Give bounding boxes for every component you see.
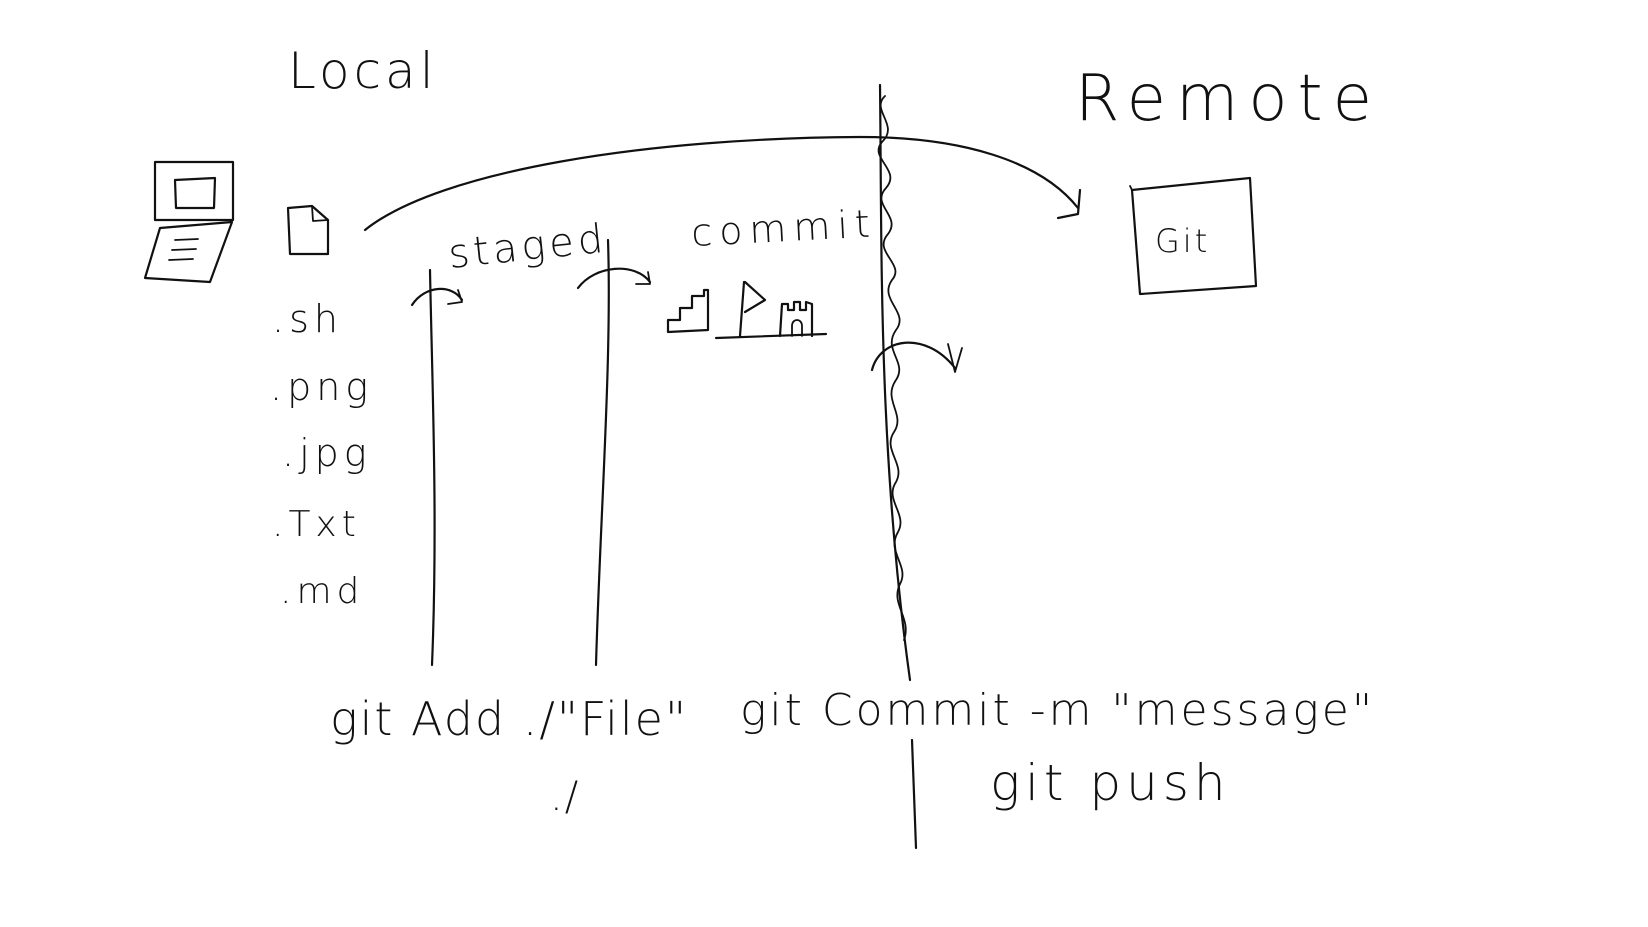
push-arrow <box>363 135 1080 232</box>
commit-label: commit <box>690 201 878 255</box>
commit-arrow <box>576 267 652 290</box>
file-type-md: .md <box>280 571 364 612</box>
staged-label: staged <box>446 216 609 278</box>
file-type-jpg: .jpg <box>282 431 372 475</box>
stairs-icon <box>666 288 710 334</box>
push-arrowhead <box>1056 188 1082 220</box>
staging-divider-left <box>428 268 436 667</box>
local-remote-boundary-wave <box>877 95 907 641</box>
remote-repo-label: Git <box>1155 222 1210 260</box>
castle-icon <box>778 300 814 338</box>
commit-push-divider <box>910 738 918 850</box>
remote-title: Remote <box>1075 62 1382 136</box>
flag-icon <box>738 280 767 338</box>
crossing-arrow <box>870 341 957 372</box>
stage-arrow <box>410 287 464 307</box>
file-type-png: .png <box>270 365 373 409</box>
file-type-txt: .Txt <box>272 504 361 545</box>
local-title: Local <box>288 42 438 100</box>
git-add-command: git Add ./"File" <box>330 692 688 746</box>
file-type-sh: .sh <box>272 297 343 341</box>
file-type-list: .sh .png .jpg .Txt .md <box>270 297 373 612</box>
computer-icon <box>143 160 235 284</box>
document-icon <box>286 204 330 256</box>
git-push-command: git push <box>990 754 1231 812</box>
staging-divider-right <box>594 238 610 667</box>
remote-repo-box <box>1129 176 1258 296</box>
git-add-all-command: ./ <box>550 774 580 820</box>
commit-baseline <box>714 332 828 340</box>
git-commit-command: git Commit -m "message" <box>740 685 1375 736</box>
